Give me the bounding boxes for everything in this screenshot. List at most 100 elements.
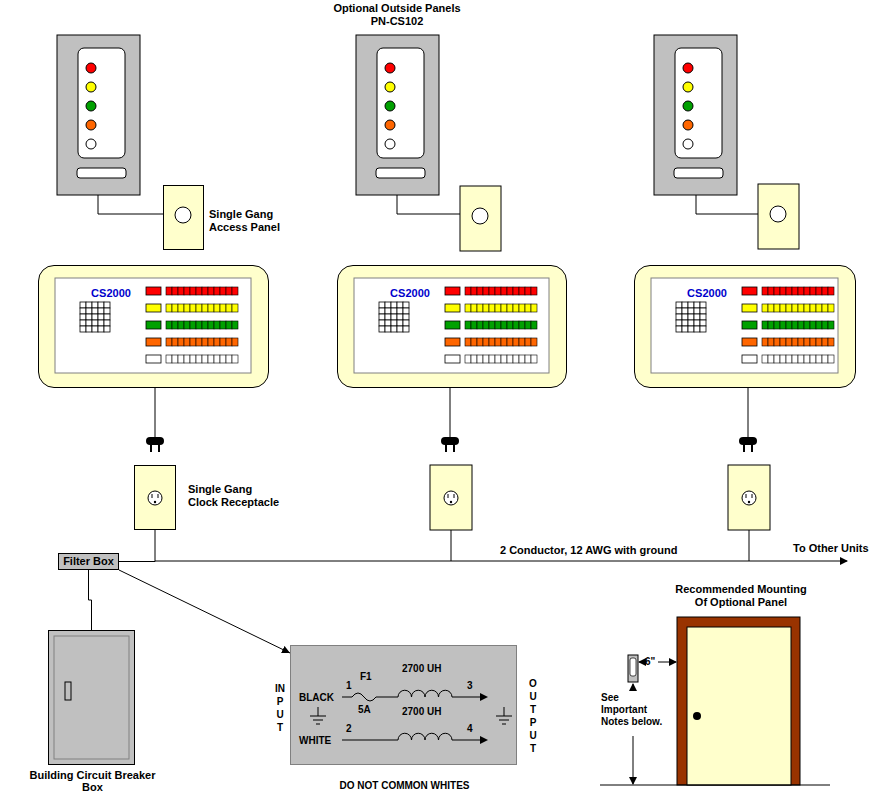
- keypad-key: [676, 308, 682, 314]
- keypad-key: [403, 314, 409, 320]
- wire-arrow: [480, 736, 488, 744]
- led-segment: [768, 287, 774, 295]
- led-segment: [519, 287, 525, 295]
- panel-cable: [397, 195, 460, 214]
- keypad-key: [385, 326, 391, 332]
- keypad-key: [397, 326, 403, 332]
- mounting-heading: Recommended Mounting Of Optional Panel: [671, 583, 811, 609]
- led-segment: [214, 355, 220, 363]
- led-segment: [513, 321, 519, 329]
- outlet-slot: [454, 494, 455, 498]
- node-art: [38, 265, 269, 388]
- dimension-line: [633, 736, 634, 784]
- led-segment: [232, 338, 238, 346]
- keypad-key: [92, 320, 98, 326]
- note: See Important Notes below.: [601, 692, 666, 728]
- led-segment: [786, 355, 792, 363]
- door-knob: [693, 712, 701, 720]
- led-segment: [780, 287, 786, 295]
- led-segment: [804, 287, 810, 295]
- led-segment: [471, 355, 477, 363]
- keypad-key: [403, 326, 409, 332]
- panel-led: [86, 139, 96, 149]
- floor: [600, 785, 830, 786]
- outlet-slot: [158, 494, 159, 498]
- keypad-key: [379, 320, 385, 326]
- led-segment: [768, 355, 774, 363]
- status-led: [146, 304, 161, 312]
- led-segment: [780, 321, 786, 329]
- keypad-key: [688, 320, 694, 326]
- led-segment: [184, 304, 190, 312]
- led-segment: [507, 321, 513, 329]
- led-segment: [208, 287, 214, 295]
- keypad-key: [379, 314, 385, 320]
- status-led: [445, 338, 460, 346]
- led-segment: [495, 287, 501, 295]
- led-segment: [798, 321, 804, 329]
- keypad-key: [379, 326, 385, 332]
- led-segment: [202, 287, 208, 295]
- led-segment: [774, 321, 780, 329]
- outside-panel: [654, 35, 737, 195]
- panel-face: [78, 48, 125, 158]
- led-segment: [816, 304, 822, 312]
- led-segment: [501, 287, 507, 295]
- led-segment: [465, 338, 471, 346]
- led-segment: [465, 321, 471, 329]
- outlet-slot: [752, 494, 753, 498]
- led-segment: [810, 287, 816, 295]
- panel-latch: [65, 682, 71, 700]
- led-segment: [477, 338, 483, 346]
- led-segment: [471, 338, 477, 346]
- keypad-key: [694, 326, 700, 332]
- led-segment: [792, 287, 798, 295]
- keypad-key: [694, 308, 700, 314]
- panel-led: [86, 120, 96, 130]
- keypad-key: [403, 308, 409, 314]
- keypad-key: [98, 326, 104, 332]
- wire-connector: [119, 530, 155, 562]
- dimension-line: [658, 662, 676, 663]
- wire: [342, 740, 398, 741]
- wire-connector: [89, 570, 92, 630]
- outlet-slot: [448, 494, 449, 498]
- led-segment: [828, 304, 834, 312]
- keypad-key: [385, 314, 391, 320]
- node-art: [337, 265, 567, 388]
- led-segment: [495, 338, 501, 346]
- status-led: [146, 338, 161, 346]
- keypad-key: [385, 320, 391, 326]
- led-segment: [762, 355, 768, 363]
- panel-led: [683, 101, 693, 111]
- keypad-key: [688, 308, 694, 314]
- led-segment: [220, 338, 226, 346]
- breaker-box: Building Circuit Breaker Box: [48, 630, 135, 765]
- led-segment: [208, 304, 214, 312]
- clock-unit: CS2000: [337, 265, 567, 388]
- panel-slot: [77, 168, 126, 178]
- cable-spec: 2 Conductor, 12 AWG with ground: [500, 544, 677, 557]
- plug-prong: [445, 445, 447, 452]
- led-segment: [226, 287, 232, 295]
- led-segment: [525, 338, 531, 346]
- display-face: [354, 278, 549, 373]
- keypad-key: [694, 302, 700, 308]
- keypad-key: [700, 326, 706, 332]
- keypad-key: [86, 326, 92, 332]
- led-segment: [501, 338, 507, 346]
- led-segment: [495, 304, 501, 312]
- led-segment: [495, 355, 501, 363]
- plug-prong: [453, 445, 455, 452]
- keypad-key: [391, 314, 397, 320]
- outlet-slot: [746, 494, 747, 498]
- led-segment: [774, 287, 780, 295]
- status-led: [742, 355, 757, 363]
- led-segment: [471, 287, 477, 295]
- led-segment: [810, 304, 816, 312]
- keypad-key: [80, 326, 86, 332]
- led-segment: [792, 338, 798, 346]
- display-face: [651, 278, 838, 373]
- led-segment: [501, 355, 507, 363]
- led-segment: [166, 287, 172, 295]
